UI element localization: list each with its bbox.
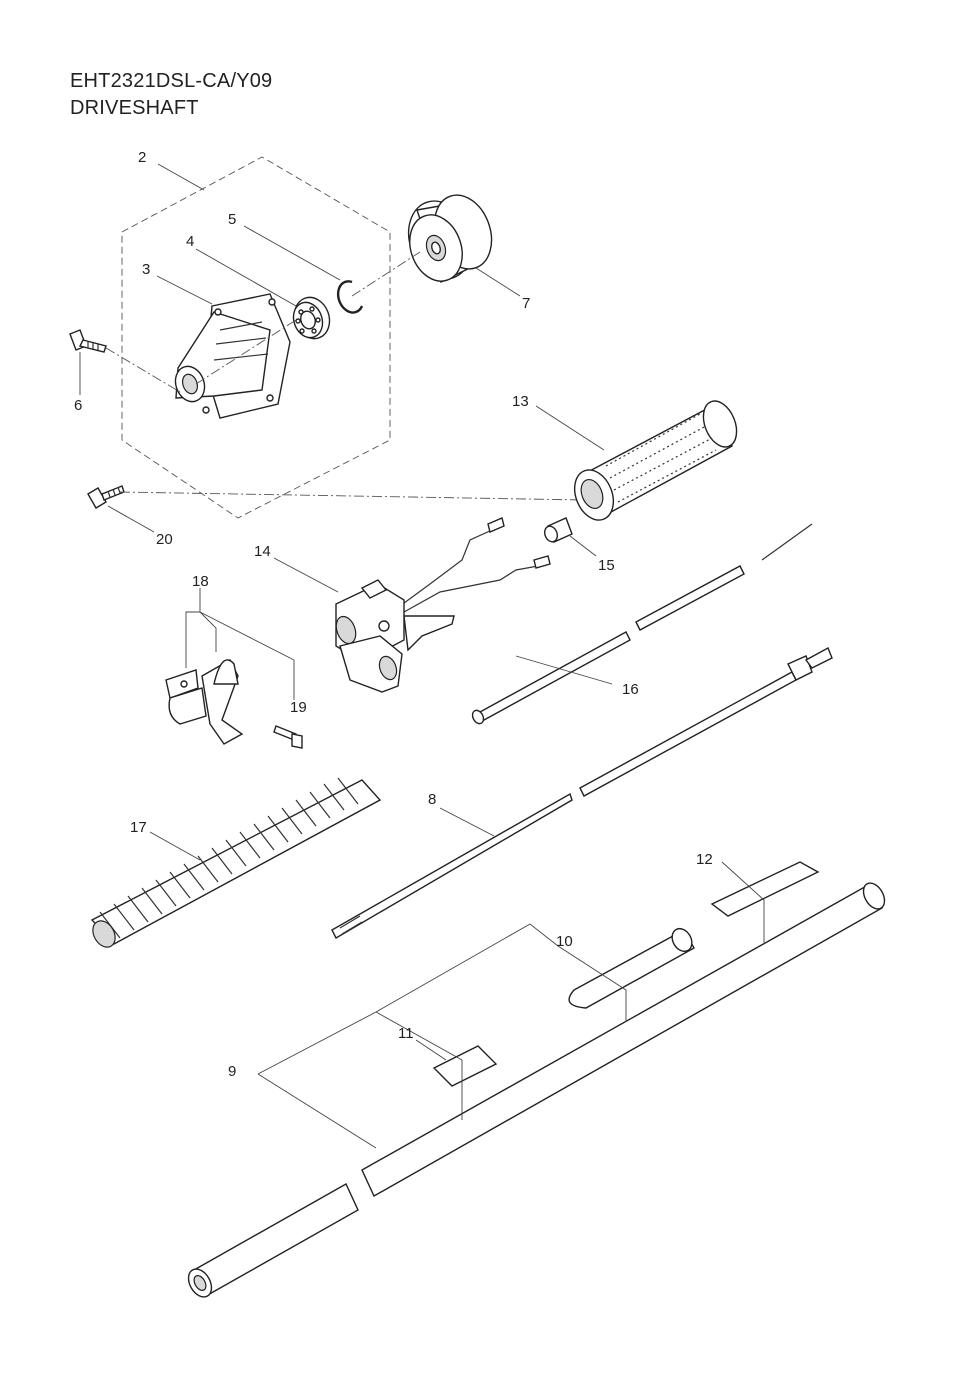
part-14-throttle-housing [335, 517, 551, 693]
assembly-boundary-2 [121, 156, 391, 519]
callout-19: 19 [290, 699, 307, 716]
part-10-label [568, 927, 695, 1009]
callout-4: 4 [186, 233, 194, 250]
callout-9: 9 [228, 1063, 236, 1080]
callout-6: 6 [74, 397, 82, 414]
callout-3: 3 [142, 261, 150, 278]
part-3-clutch-housing [174, 293, 291, 419]
part-8-drive-shaft [331, 647, 833, 939]
section-title: DRIVESHAFT [70, 97, 199, 119]
callout-11: 11 [398, 1025, 414, 1042]
callout-10: 10 [556, 933, 573, 950]
callout-15: 15 [598, 557, 615, 574]
callout-7: 7 [522, 295, 530, 312]
part-11-label [432, 1045, 498, 1087]
part-17-protective-spring [90, 777, 382, 948]
callout-12: 12 [696, 851, 713, 868]
callout-2: 2 [138, 149, 146, 166]
part-4-bearing [292, 296, 331, 340]
callout-8: 8 [428, 791, 436, 808]
part-18-handle-clamp [165, 659, 244, 745]
callout-14: 14 [254, 543, 271, 560]
model-title: EHT2321DSL-CA/Y09 [70, 70, 273, 92]
callout-18: 18 [192, 573, 209, 590]
leader-lines [79, 163, 765, 1149]
callout-16: 16 [622, 681, 639, 698]
part-12-label [710, 861, 820, 917]
part-19-screw [273, 725, 303, 749]
callout-17: 17 [130, 819, 147, 836]
part-16-throttle-cable [471, 523, 813, 725]
part-5-snap-ring [336, 280, 364, 314]
callout-numbers: 2 3 4 5 6 7 8 9 10 11 12 13 14 15 16 17 … [74, 149, 713, 1080]
alignment-line-upper [105, 251, 585, 501]
callout-13: 13 [512, 393, 529, 410]
part-15-sleeve [543, 517, 573, 543]
callout-20: 20 [156, 531, 173, 548]
part-20-bolt [87, 485, 125, 509]
part-6-bolt [69, 329, 107, 353]
part-9-main-pipe [187, 882, 886, 1298]
part-13-grip [573, 400, 738, 521]
part-7-clutch-drum [407, 194, 493, 283]
callout-5: 5 [228, 211, 236, 228]
